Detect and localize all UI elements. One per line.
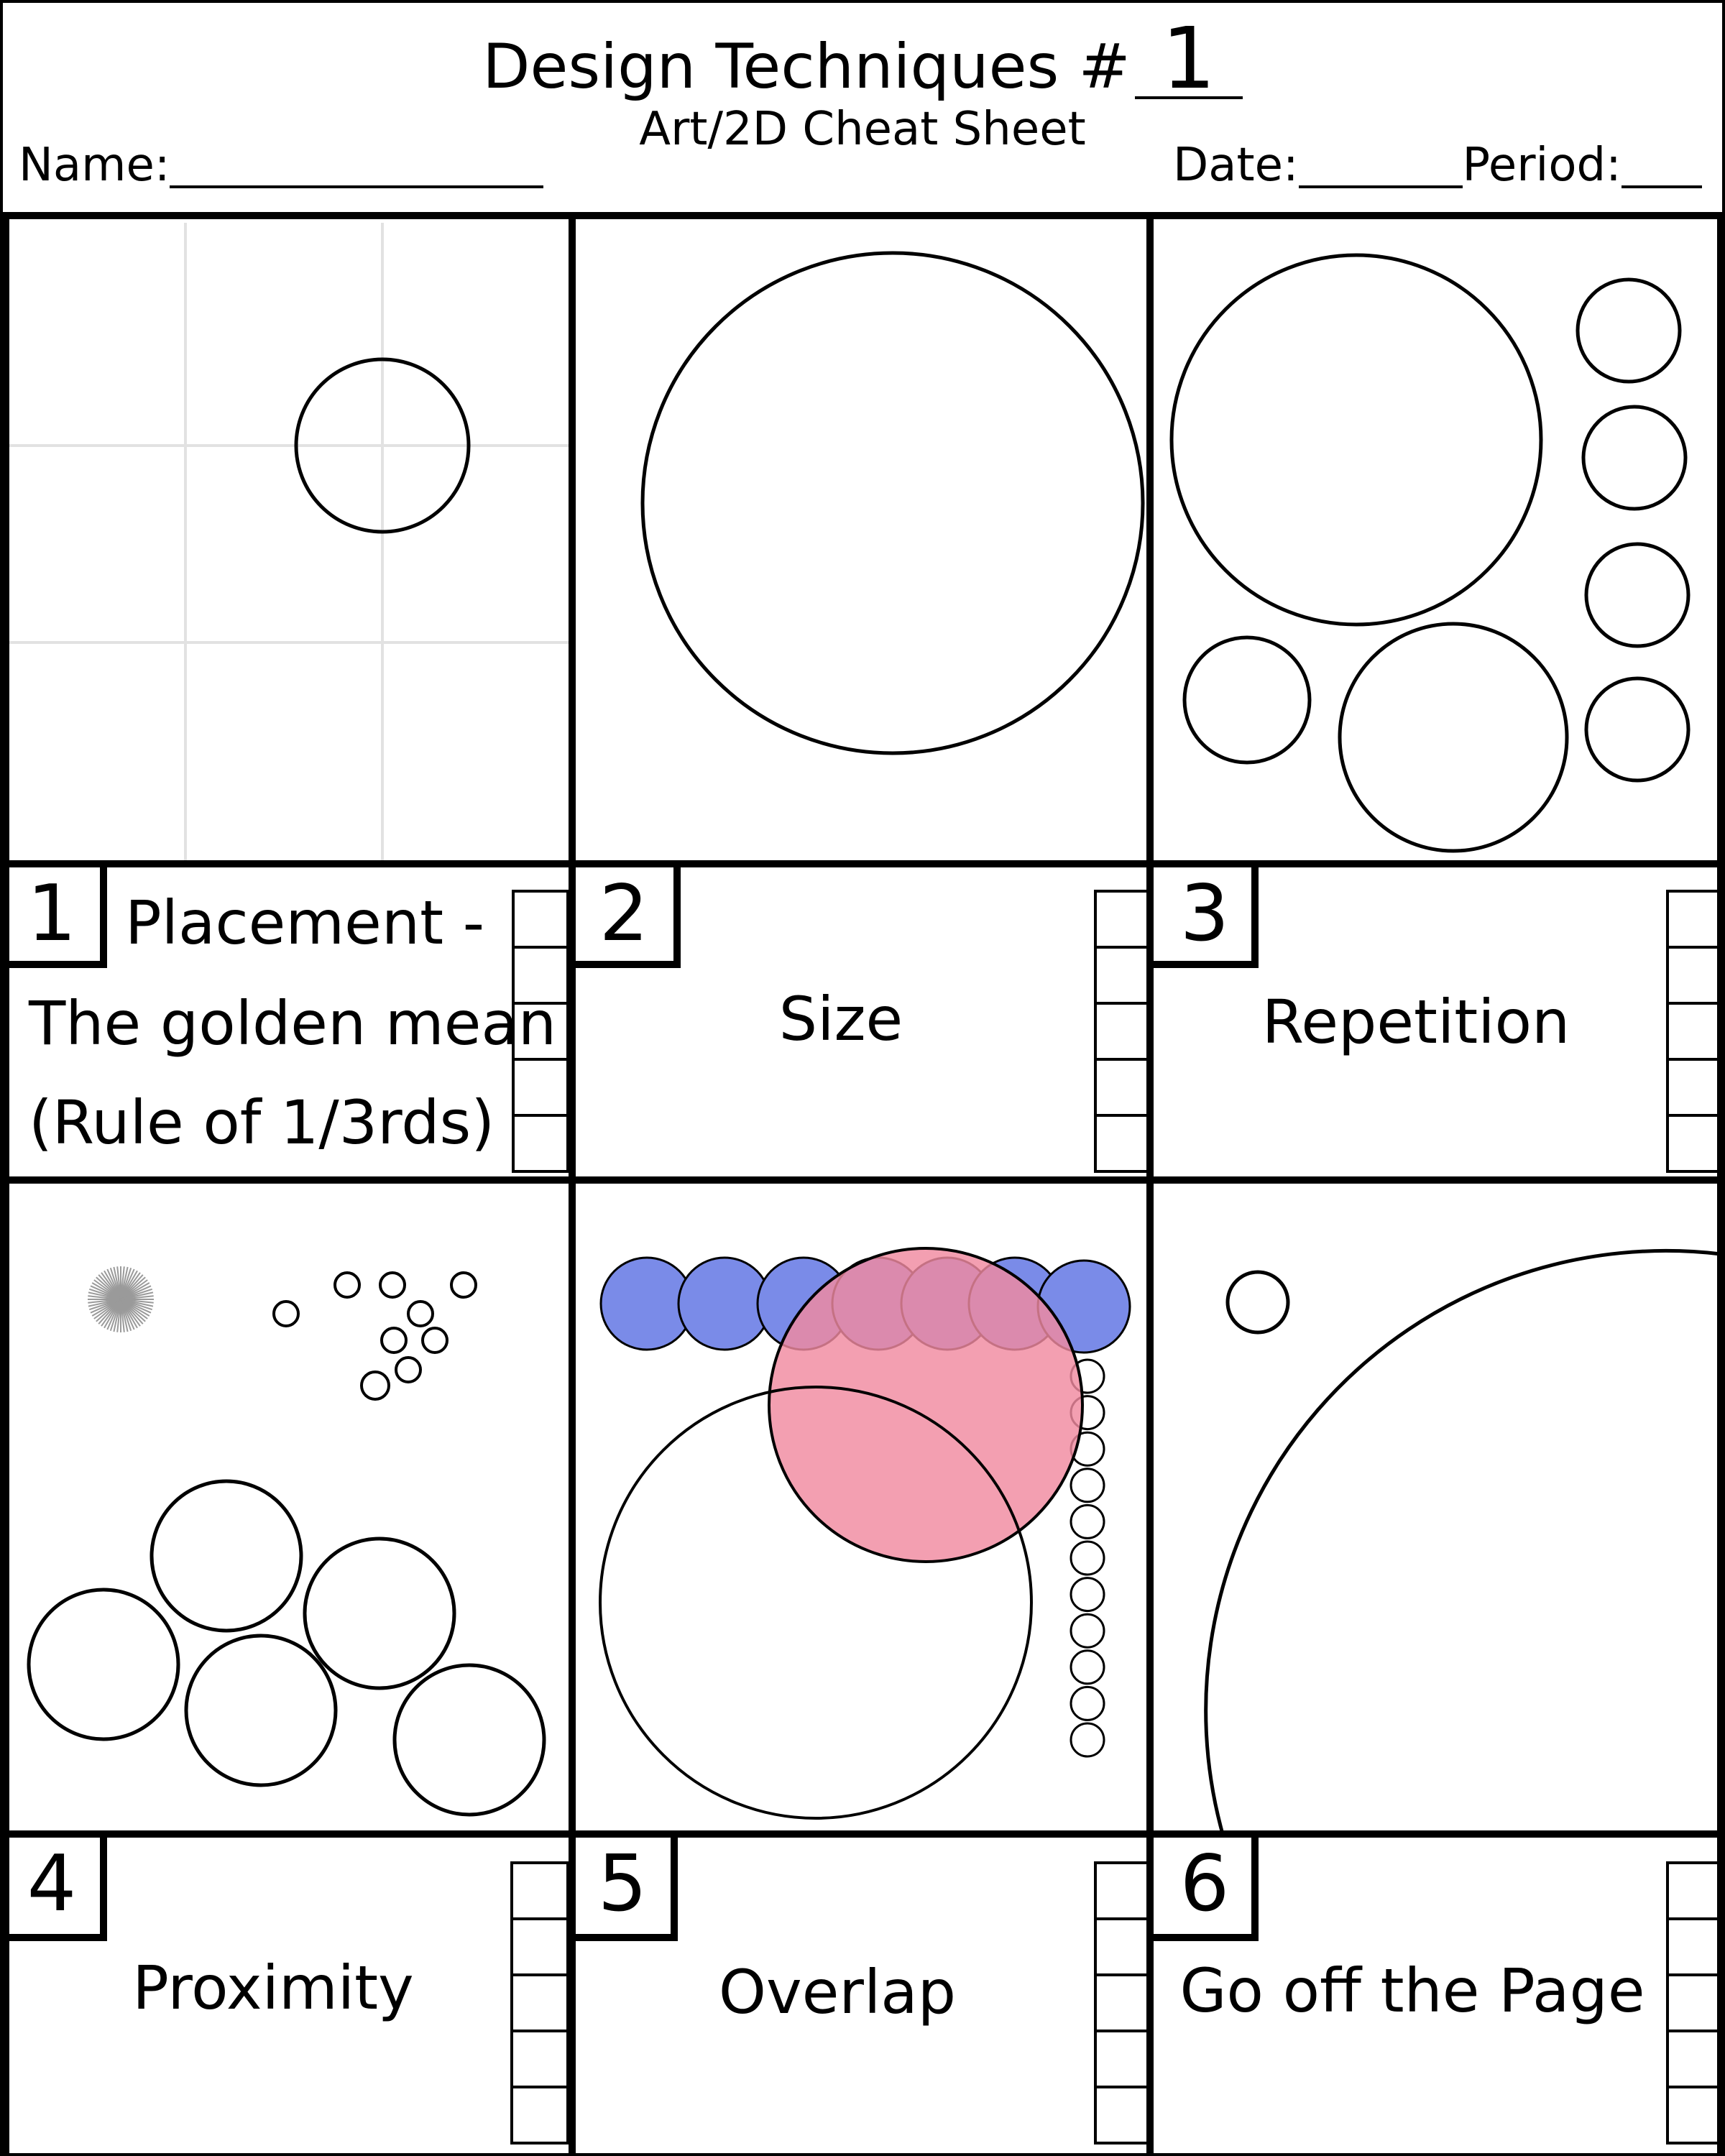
page-title: Design Techniques #1 bbox=[0, 16, 1725, 101]
panel-number-2: 2 bbox=[599, 869, 649, 959]
period-label: Period: bbox=[1462, 139, 1622, 192]
placement-circle bbox=[294, 357, 471, 534]
repetition-circles bbox=[1169, 253, 1690, 853]
checkbox-2-3[interactable] bbox=[1094, 1002, 1151, 1061]
checkbox-6-2[interactable] bbox=[1666, 1917, 1724, 1976]
panel-2-label: Size bbox=[778, 984, 903, 1054]
overlap-small-circle bbox=[1070, 1468, 1105, 1503]
checkbox-5-5[interactable] bbox=[1094, 2086, 1151, 2145]
overlap-large-circle bbox=[599, 1386, 1033, 1820]
checkbox-stacks bbox=[510, 890, 1724, 2145]
panel-1-label-line-3: (Rule of 1/3rds) bbox=[29, 1087, 495, 1158]
checkbox-1-4[interactable] bbox=[512, 1058, 569, 1117]
panel-grid bbox=[0, 216, 1725, 2156]
off-page-small-circle bbox=[1225, 1270, 1290, 1335]
date-blank[interactable] bbox=[1298, 142, 1463, 188]
checkbox-3-4[interactable] bbox=[1666, 1058, 1724, 1117]
off-page-large-arc bbox=[1204, 1248, 1721, 1832]
proximity-large-group bbox=[27, 1479, 546, 1817]
overlap-small-column bbox=[1070, 1358, 1105, 1758]
date-period-field: Date:Period: bbox=[1173, 142, 1702, 188]
checkbox-6-5[interactable] bbox=[1666, 2086, 1724, 2145]
checkbox-2-2[interactable] bbox=[1094, 946, 1151, 1005]
checkbox-6-4[interactable] bbox=[1666, 2030, 1724, 2088]
thirds-grid bbox=[7, 223, 569, 861]
panel-1-label-line-2: The golden mean bbox=[29, 988, 557, 1059]
checkbox-3-5[interactable] bbox=[1666, 1114, 1724, 1173]
name-field: Name: bbox=[19, 142, 544, 188]
panel-number-4: 4 bbox=[27, 1839, 77, 1929]
period-blank[interactable] bbox=[1621, 142, 1702, 188]
checkbox-2-1[interactable] bbox=[1094, 890, 1151, 949]
checkbox-4-1[interactable] bbox=[510, 1861, 569, 1920]
checkbox-5-3[interactable] bbox=[1094, 1973, 1151, 2032]
name-blank[interactable] bbox=[170, 142, 544, 188]
panel-number-6: 6 bbox=[1179, 1839, 1230, 1929]
title-prefix: Design Techniques # bbox=[482, 31, 1131, 103]
checkbox-4-4[interactable] bbox=[510, 2030, 569, 2088]
checkbox-4-2[interactable] bbox=[510, 1917, 569, 1976]
burst-ray bbox=[120, 1295, 154, 1300]
panel-number-5: 5 bbox=[597, 1839, 648, 1929]
overlap-small-circle bbox=[1070, 1540, 1105, 1576]
panel-4-label: Proximity bbox=[132, 1953, 414, 2023]
panel-6-label: Go off the Page bbox=[1179, 1955, 1645, 2026]
checkbox-5-4[interactable] bbox=[1094, 2030, 1151, 2088]
checkbox-3-3[interactable] bbox=[1666, 1002, 1724, 1061]
panel-number-1: 1 bbox=[27, 869, 77, 959]
overlap-small-circle bbox=[1070, 1722, 1105, 1758]
number-tabs bbox=[2, 860, 1259, 1941]
checkbox-4-5[interactable] bbox=[510, 2086, 569, 2145]
checkbox-1-1[interactable] bbox=[512, 890, 569, 949]
checkbox-3-1[interactable] bbox=[1666, 890, 1724, 949]
panel-5-label: Overlap bbox=[718, 1957, 957, 2027]
panel-3-label: Repetition bbox=[1261, 987, 1570, 1057]
overlap-small-circle bbox=[1070, 1503, 1105, 1539]
checkbox-6-1[interactable] bbox=[1666, 1861, 1724, 1920]
panel-1-label-line-1: Placement - bbox=[125, 888, 485, 958]
date-label: Date: bbox=[1173, 139, 1299, 192]
overlap-small-circle bbox=[1070, 1685, 1105, 1721]
checkbox-3-2[interactable] bbox=[1666, 946, 1724, 1005]
checkbox-2-4[interactable] bbox=[1094, 1058, 1151, 1117]
checkbox-2-5[interactable] bbox=[1094, 1114, 1151, 1173]
proximity-small-group bbox=[272, 1271, 477, 1401]
overlap-small-circle bbox=[1070, 1577, 1105, 1613]
panel-number-3: 3 bbox=[1179, 869, 1230, 959]
checkbox-1-5[interactable] bbox=[512, 1114, 569, 1173]
checkbox-4-3[interactable] bbox=[510, 1973, 569, 2032]
checkbox-5-1[interactable] bbox=[1094, 1861, 1151, 1920]
overlap-small-circle bbox=[1070, 1613, 1105, 1649]
title-number: 1 bbox=[1134, 16, 1243, 101]
name-label: Name: bbox=[19, 139, 170, 192]
page-subtitle: Art/2D Cheat Sheet bbox=[639, 103, 1086, 156]
checkbox-6-3[interactable] bbox=[1666, 1973, 1724, 2032]
proximity-burst bbox=[88, 1266, 154, 1332]
size-circle bbox=[640, 251, 1145, 755]
overlap-small-circle bbox=[1070, 1649, 1105, 1685]
overlap-pink-circle bbox=[768, 1247, 1084, 1563]
checkbox-5-2[interactable] bbox=[1094, 1917, 1151, 1976]
